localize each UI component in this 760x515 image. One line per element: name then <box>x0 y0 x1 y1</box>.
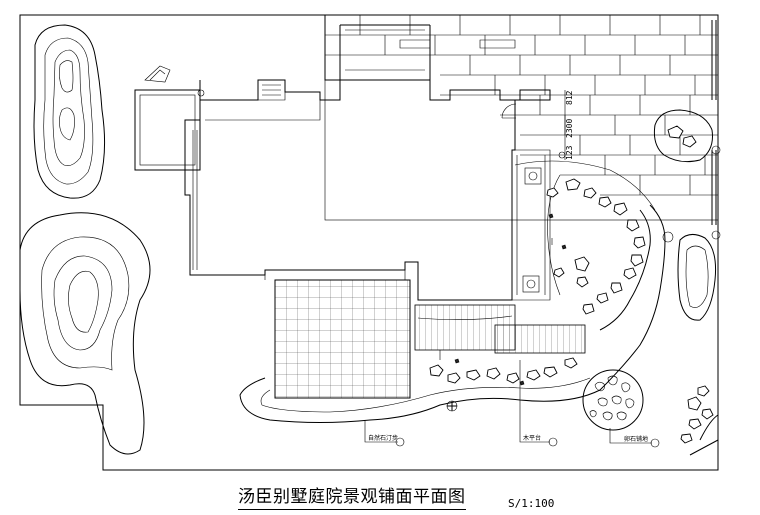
paving-slabs <box>324 14 719 225</box>
grid-terrace <box>274 279 411 399</box>
callout-right: 卵石铺地 <box>609 428 660 448</box>
stepping-stones <box>429 125 714 444</box>
callout-left: 自然石汀步 <box>364 420 405 447</box>
upper-structure <box>199 15 551 101</box>
callout-left-label: 自然石汀步 <box>368 434 398 442</box>
wood-deck <box>414 304 586 354</box>
callout-middle: 木平台 <box>519 360 558 447</box>
drawing-scale: S/1:100 <box>508 497 555 510</box>
house-outline <box>184 79 551 301</box>
dimension-small: 123 <box>565 145 574 160</box>
drawing-title: 汤臣别墅庭院景观铺面平面图 <box>238 482 466 510</box>
accents <box>439 145 721 412</box>
callout-middle-label: 木平台 <box>523 434 541 442</box>
left-box-structure <box>134 65 201 171</box>
callout-right-label: 卵石铺地 <box>624 435 648 443</box>
dimension-annotation: 123 2300 812 <box>564 90 574 160</box>
dimension-812: 812 <box>565 90 574 105</box>
dimension-2300: 2300 <box>565 119 574 138</box>
garden-paths <box>19 24 719 456</box>
pebble-circle <box>582 369 644 431</box>
